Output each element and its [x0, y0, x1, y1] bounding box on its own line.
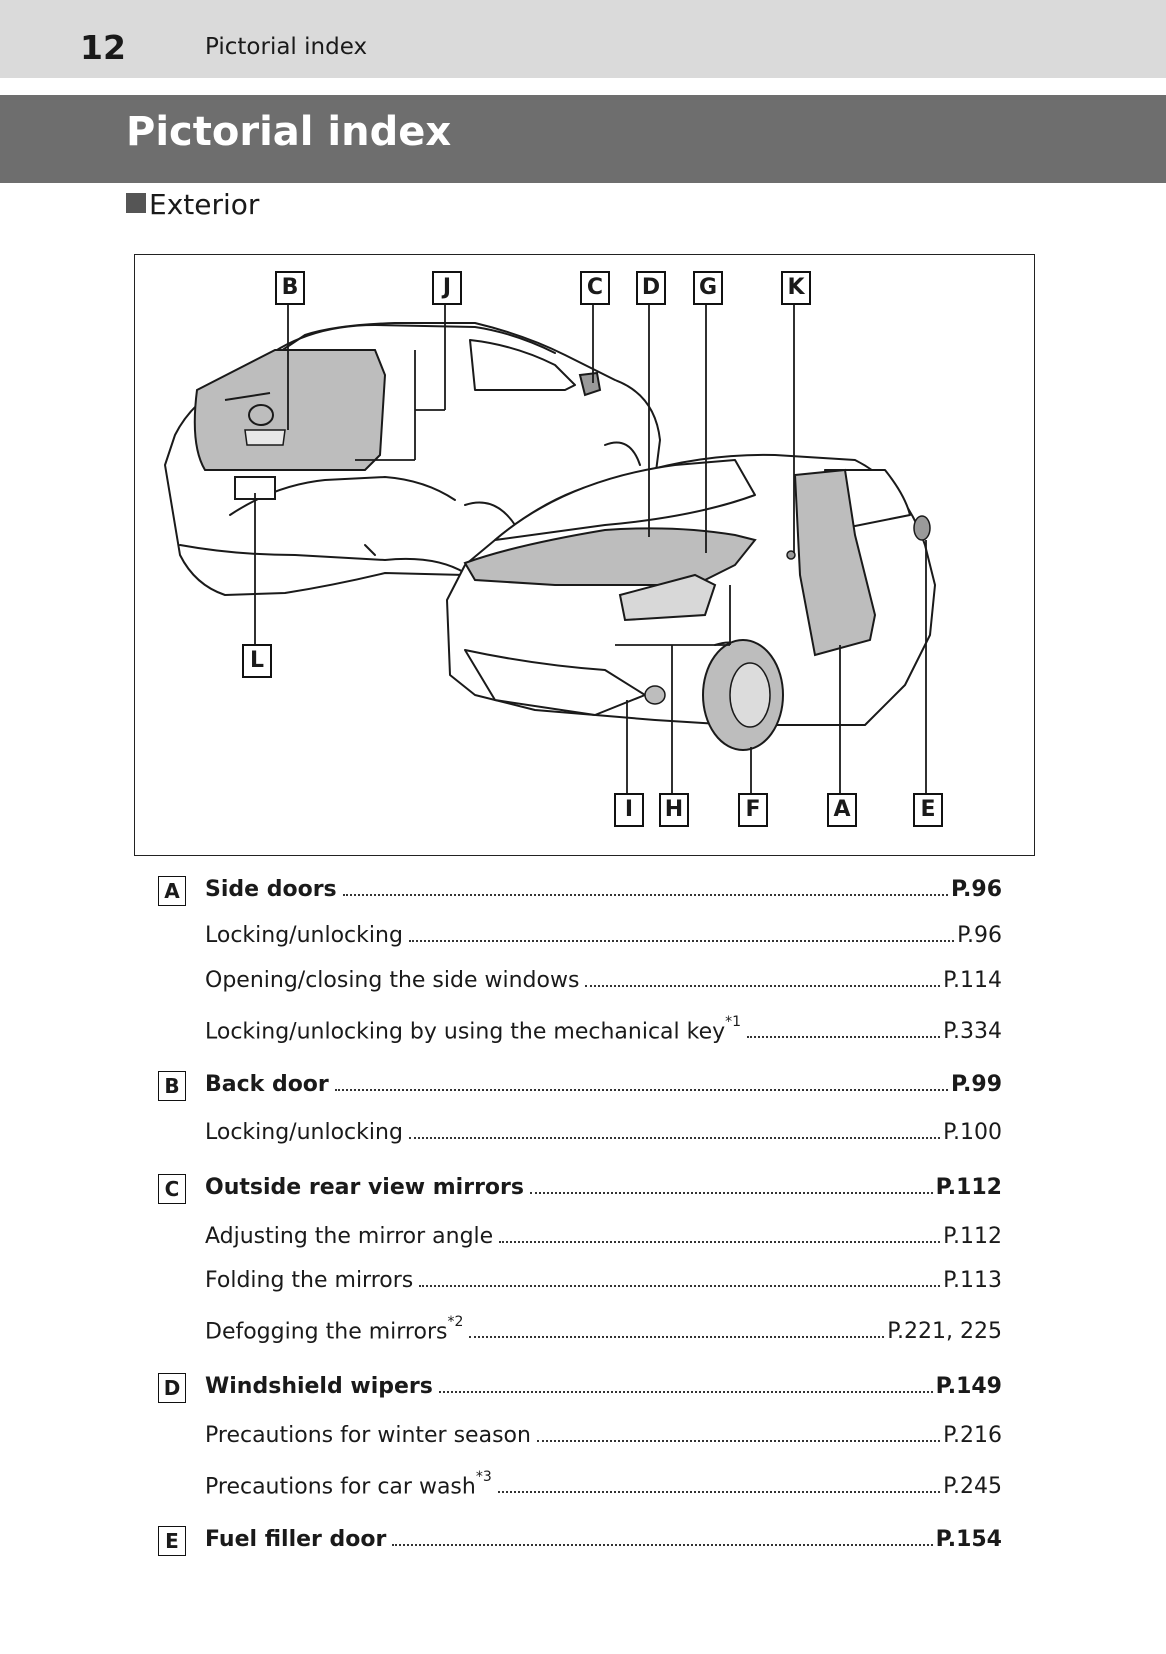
index-entry-side-doors[interactable]: A Side doors P.96: [156, 877, 1002, 902]
callout-l: L: [242, 644, 272, 678]
index-subentry[interactable]: Locking/unlocking by using the mechanica…: [156, 1018, 1002, 1044]
section-title: Exterior: [149, 188, 259, 221]
entry-badge: C: [158, 1174, 186, 1204]
entry-label: Back door: [205, 1072, 329, 1097]
index-subentry[interactable]: Locking/unlocking P.96: [156, 923, 1002, 948]
entry-label: Locking/unlocking: [205, 923, 403, 948]
entry-page-link[interactable]: P.334: [943, 1019, 1002, 1044]
entry-label: Windshield wipers: [205, 1374, 433, 1399]
footnote-mark: *3: [476, 1469, 492, 1485]
mirror-shaded: [580, 373, 600, 395]
rear-bumper: [180, 545, 465, 573]
leader-dots: [498, 1491, 940, 1493]
index-subentry[interactable]: Locking/unlocking P.100: [156, 1120, 1002, 1145]
entry-page-link[interactable]: P.216: [943, 1423, 1002, 1448]
fog-lamp: [645, 686, 665, 704]
entry-label: Precautions for winter season: [205, 1423, 531, 1448]
callout-b: B: [275, 271, 305, 305]
callout-a: A: [827, 793, 857, 827]
footnote-mark: *1: [725, 1014, 741, 1030]
footnote-mark: *2: [447, 1314, 463, 1330]
entry-page-link[interactable]: P.96: [957, 923, 1002, 948]
callout-g: G: [693, 271, 723, 305]
index-subentry[interactable]: Defogging the mirrors*2 P.221, 225: [156, 1318, 1002, 1344]
page-title: Pictorial index: [126, 109, 451, 155]
entry-label: Locking/unlocking: [205, 1120, 403, 1145]
entry-page-link[interactable]: P.154: [936, 1527, 1002, 1552]
entry-label: Fuel filler door: [205, 1527, 386, 1552]
index-entry-fuel-door[interactable]: E Fuel filler door P.154: [156, 1527, 1002, 1552]
entry-page-link[interactable]: P.114: [943, 968, 1002, 993]
leader-dots: [585, 985, 940, 987]
entry-page-link[interactable]: P.113: [943, 1268, 1002, 1293]
leader-dots: [335, 1089, 948, 1091]
leader-dots: [439, 1391, 933, 1393]
square-bullet-icon: [126, 193, 146, 213]
leader-dots: [537, 1440, 940, 1442]
index-entry-back-door[interactable]: B Back door P.99: [156, 1072, 1002, 1097]
callout-f: F: [738, 793, 768, 827]
entry-label: Outside rear view mirrors: [205, 1175, 524, 1200]
leader-dots: [747, 1036, 940, 1038]
index-entry-wipers[interactable]: D Windshield wipers P.149: [156, 1374, 1002, 1399]
entry-page-link[interactable]: P.100: [943, 1120, 1002, 1145]
callout-d: D: [636, 271, 666, 305]
entry-label: Locking/unlocking by using the mechanica…: [205, 1018, 741, 1044]
index-subentry[interactable]: Folding the mirrors P.113: [156, 1268, 1002, 1293]
leader-dots: [469, 1336, 884, 1338]
entry-badge: E: [158, 1526, 186, 1556]
entry-page-link[interactable]: P.149: [936, 1374, 1002, 1399]
entry-badge: D: [158, 1373, 186, 1403]
entry-page-link[interactable]: P.99: [951, 1072, 1002, 1097]
callout-c: C: [580, 271, 610, 305]
callout-j: J: [432, 271, 462, 305]
rear-side-window: [470, 340, 575, 390]
leader-dots: [499, 1241, 940, 1243]
rear-wheel-front: [605, 443, 640, 466]
entry-label: Folding the mirrors: [205, 1268, 413, 1293]
entry-label: Side doors: [205, 877, 337, 902]
running-title: Pictorial index: [205, 34, 367, 60]
callout-h: H: [659, 793, 689, 827]
entry-label: Adjusting the mirror angle: [205, 1224, 493, 1249]
entry-page-link[interactable]: P.112: [943, 1224, 1002, 1249]
index-subentry[interactable]: Precautions for car wash*3 P.245: [156, 1473, 1002, 1499]
entry-page-link[interactable]: P.112: [936, 1175, 1002, 1200]
entry-label: Precautions for car wash*3: [205, 1473, 492, 1499]
entry-page-link[interactable]: P.221, 225: [887, 1319, 1002, 1344]
callout-e: E: [913, 793, 943, 827]
leader-dots: [419, 1285, 940, 1287]
entry-badge: A: [158, 876, 186, 906]
leader-dots: [530, 1192, 933, 1194]
fuel-filler-door: [914, 516, 930, 540]
index-subentry[interactable]: Precautions for winter season P.216: [156, 1423, 1002, 1448]
back-door-shaded: [195, 350, 385, 470]
leader-dots: [392, 1544, 932, 1546]
exterior-illustration: B J C D G K L I H F A E: [134, 254, 1035, 856]
entry-badge: B: [158, 1071, 186, 1101]
section-heading: Exterior: [126, 188, 259, 221]
callout-k: K: [781, 271, 811, 305]
title-band: Pictorial index: [0, 95, 1166, 183]
index-entry-mirrors[interactable]: C Outside rear view mirrors P.112: [156, 1175, 1002, 1200]
running-header-bar: 12 Pictorial index: [0, 0, 1166, 78]
index-subentry[interactable]: Adjusting the mirror angle P.112: [156, 1224, 1002, 1249]
car-drawing: [135, 255, 1034, 855]
entry-label: Opening/closing the side windows: [205, 968, 579, 993]
entry-label: Defogging the mirrors*2: [205, 1318, 463, 1344]
callout-i: I: [614, 793, 644, 827]
leader-dots: [409, 1137, 940, 1139]
index-subentry[interactable]: Opening/closing the side windows P.114: [156, 968, 1002, 993]
page-number: 12: [80, 28, 126, 67]
leader-dots: [409, 940, 954, 942]
leader-dots: [343, 894, 948, 896]
entry-page-link[interactable]: P.245: [943, 1474, 1002, 1499]
entry-page-link[interactable]: P.96: [951, 877, 1002, 902]
